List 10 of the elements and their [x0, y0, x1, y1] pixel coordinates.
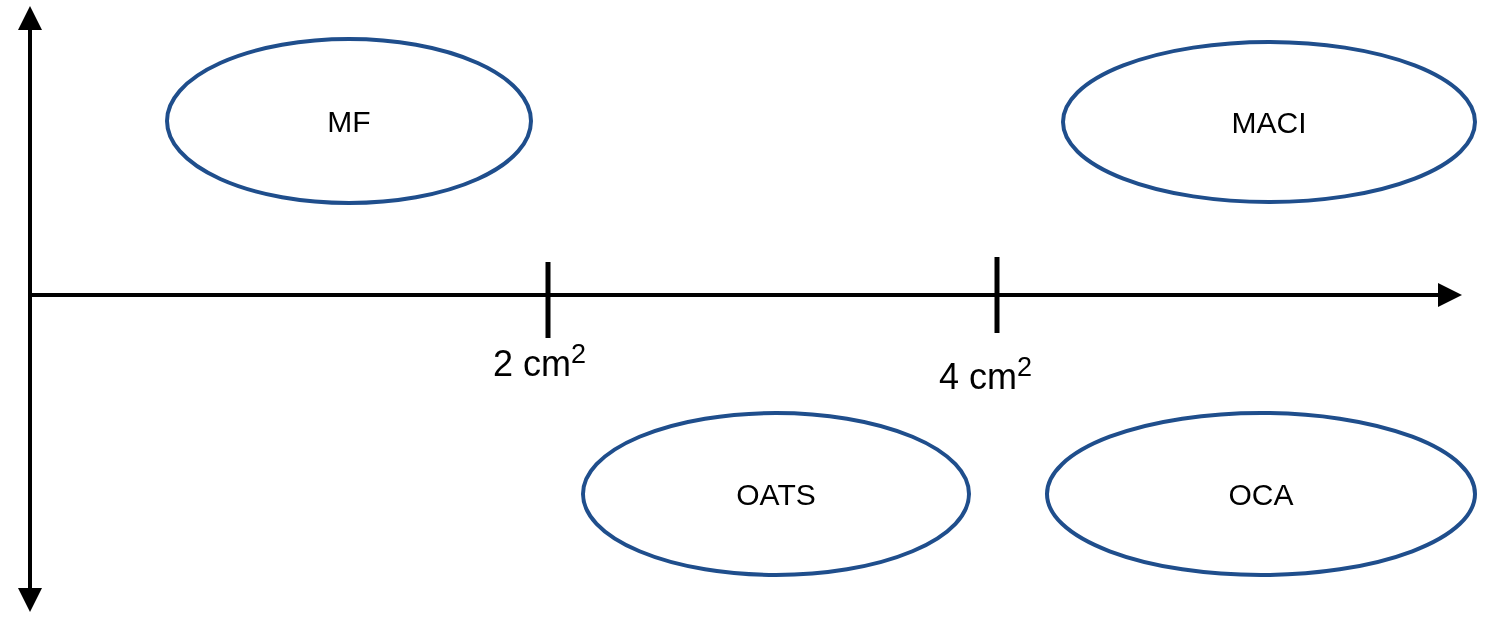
- node-label: OATS: [736, 476, 816, 513]
- ellipse-node: [1061, 40, 1477, 204]
- node-label: MACI: [1231, 104, 1307, 141]
- node-label: MF: [327, 103, 371, 140]
- ellipse-node: [1045, 411, 1477, 577]
- node-label: OCA: [1228, 476, 1294, 513]
- ellipse-node: [581, 411, 971, 577]
- tick-label: 2 cm$^{2}$: [493, 340, 587, 386]
- tick-label: 4 cm$^{2}$: [939, 353, 1033, 399]
- ellipse-node: [165, 37, 533, 205]
